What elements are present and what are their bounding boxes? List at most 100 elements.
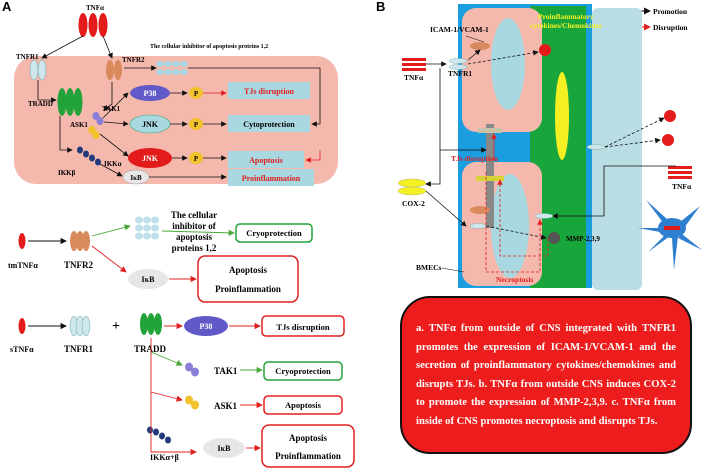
tnfr2-label: TNFR2: [122, 56, 145, 64]
cox2-enzyme: [397, 178, 427, 196]
upper-nucleus: [491, 18, 525, 110]
tnfa-label: TNFα: [86, 4, 104, 12]
ciap-mid-l4: proteins 1,2: [172, 243, 217, 253]
jnk-label: JNK: [142, 120, 159, 129]
tnfa-trimer: [78, 13, 108, 37]
ciap-mid-l3: apoptosis: [176, 232, 213, 242]
proinflammation-mid-label: Proinflammation: [215, 284, 281, 294]
tnfa-left-trimer: [402, 58, 426, 71]
tak1-protein: [92, 112, 104, 125]
p38-label: P38: [144, 89, 157, 98]
top-disruption-arrows: [203, 90, 321, 163]
tnfr1-bottom-label: TNFR1: [64, 344, 93, 354]
ask1-label: ASK1: [70, 121, 88, 129]
apoptosis-bottom-box: [263, 395, 343, 415]
ciap-mid-cluster: [135, 216, 159, 240]
cytokines-l1: Proinflammatory: [538, 12, 594, 21]
mmp-label: MMP-2,3,9: [566, 235, 600, 243]
ask1-bottom-protein: [185, 395, 199, 410]
ikb-label: IκB: [130, 174, 142, 182]
apoptosis-mid-label: Apoptosis: [229, 265, 268, 275]
ask1-bottom-label: ASK1: [214, 401, 238, 411]
tak1-label: TAK1: [102, 105, 121, 113]
p38-bottom-kinase: [184, 316, 228, 336]
astrocyte-star: [638, 200, 702, 270]
yellow-nucleus: [555, 72, 569, 160]
cytokine-dot-2: [664, 110, 676, 122]
ikk-complex: [77, 146, 101, 166]
ikka-label: IKKα: [104, 160, 122, 168]
icam-molecule: [470, 42, 490, 50]
cytokine-dot-1: [539, 44, 551, 56]
ciap-mid-l1: The cellular: [171, 210, 217, 220]
lower-nucleus: [491, 174, 529, 278]
ikb-mid-protein: [128, 269, 168, 289]
lower-receptor-blue-1: [469, 223, 487, 229]
tmtnfa-ligand: [18, 233, 26, 249]
mmp-dot: [548, 232, 560, 244]
ikk-bottom-complex: [147, 426, 171, 444]
apoptosis-bottom-label: Apoptosis: [285, 400, 322, 410]
ikb-mid-label: IκB: [142, 275, 156, 284]
svg-text:P: P: [194, 90, 199, 98]
proinflammation-bottom-label: Proinflammation: [275, 451, 341, 461]
cryoprotection-bottom-label: Cryoprotection: [275, 366, 331, 376]
tj-bar-bottom: [476, 176, 504, 181]
tmtnfa-label: tmTNFα: [8, 261, 38, 270]
stnfa-label: sTNFα: [10, 345, 34, 354]
bmecs-pointer: [441, 267, 465, 273]
tradd-complex: [57, 88, 83, 116]
tnfr1-receptor: [29, 59, 47, 81]
legend-disruption: Disruption: [653, 23, 688, 32]
cytoprotection-label: Cytoprotection: [243, 120, 295, 129]
tak1-bottom-label: TAK1: [214, 366, 238, 376]
svg-text:P: P: [194, 121, 199, 129]
tnfr1-b-receptor: [448, 58, 468, 70]
cytokines-l2: cytokines/Chemokines: [530, 21, 602, 30]
tnfr1-label: TNFR1: [16, 53, 39, 61]
apoptosis2-bottom-label: Apoptosis: [289, 433, 328, 443]
panel-b-label: B: [376, 0, 385, 14]
cryoprotection-mid-box: [235, 223, 313, 243]
cytoprotection-box: [228, 115, 310, 132]
top-pathway-arrows: [37, 35, 321, 180]
tjs-bottom-label: TJs disruption: [276, 322, 329, 332]
ikkb-label: IKKβ: [58, 169, 76, 177]
necroptosis-label: Necroptosis: [496, 275, 533, 284]
icam-pointer: [465, 35, 485, 43]
p38-bottom-label: P38: [200, 322, 213, 331]
tradd-label: TRADD: [28, 100, 53, 108]
phospho-jnk: P: [189, 118, 203, 130]
apoptosis-proinflammation-mid-box: [197, 255, 299, 303]
ikkab-bottom-label: IKKα+β: [150, 453, 179, 462]
tjs-bottom-box: [261, 315, 345, 337]
tnfa-right-label: TNFα: [672, 182, 692, 191]
proinflammation-label: Proinflammation: [242, 174, 301, 183]
jnk-red-label: JNK: [142, 154, 159, 163]
mid-row-arrows: [28, 224, 235, 283]
icam-label: ICAM-1/VCAM-1: [430, 25, 489, 34]
tnfr2-receptor: [106, 60, 122, 80]
bmecs-label: BMECs: [416, 263, 442, 272]
lower-receptor-blue-2: [534, 213, 554, 219]
tjs-disruption-label: TJs disruption: [244, 87, 295, 96]
astrocyte-tnfa-source: [664, 226, 680, 230]
ask1-protein: [88, 126, 100, 139]
ikb-bottom-protein: [203, 438, 245, 458]
panel-b-arrows: [425, 49, 676, 273]
legend-promotion: Promotion: [653, 7, 688, 16]
plus-sign: +: [112, 319, 120, 334]
stnfa-ligand: [18, 318, 26, 334]
bottom-row-arrows: [28, 322, 263, 456]
lower-receptor-brown: [470, 206, 490, 214]
cox2-label: COX-2: [402, 199, 425, 208]
tjs-disruption-b-label: TJs disruption: [451, 154, 499, 163]
ikb-bottom-label: IκB: [218, 444, 232, 453]
tjs-disruption-box: [228, 82, 310, 99]
tnfr1-b-label: TNFR1: [448, 69, 472, 78]
ciap-label: The cellular inhibitor of apoptosis prot…: [150, 44, 268, 50]
junction-receptor: [586, 144, 606, 150]
cytokine-dot-3: [662, 134, 674, 146]
phospho-jnk-red: P: [189, 152, 203, 164]
apoptosis-proinflammation-bottom-box: [261, 424, 355, 468]
